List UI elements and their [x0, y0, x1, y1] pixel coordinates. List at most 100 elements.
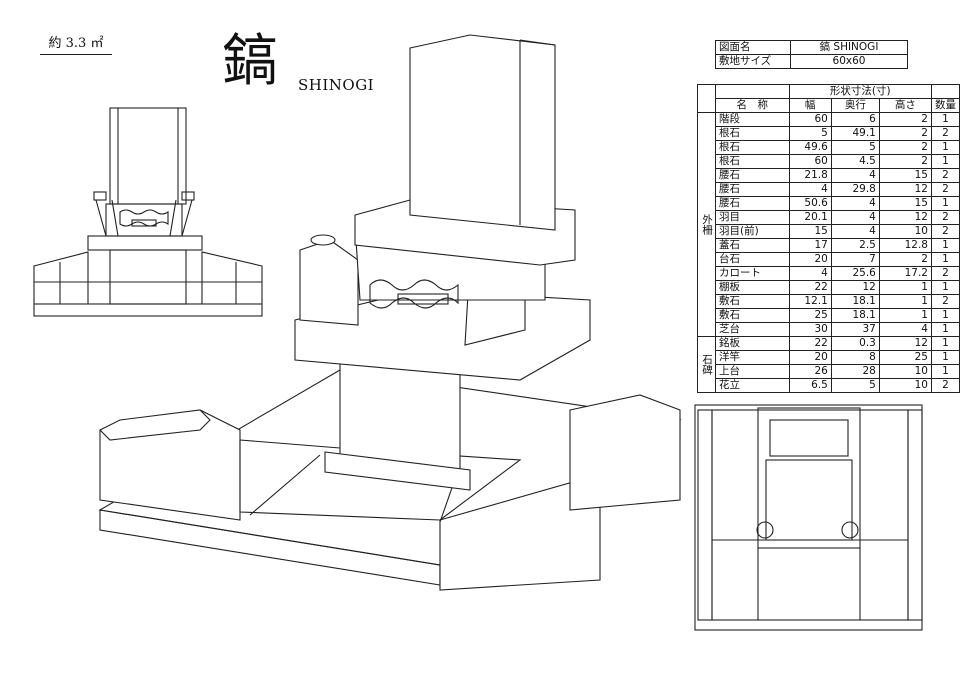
- part-width: 60: [788, 154, 832, 169]
- site-area-label: 約 3.3 ㎡: [40, 32, 112, 55]
- part-height: 1: [878, 280, 932, 295]
- part-height: 2: [878, 154, 932, 169]
- part-name: 敷石: [715, 308, 790, 323]
- part-height: 1: [878, 294, 932, 309]
- part-height: 17.2: [878, 266, 932, 281]
- dimensions-group-header: 形状寸法(寸): [788, 84, 932, 99]
- info-row: 敷地サイズ 60x60: [715, 54, 908, 69]
- part-name: 蓋石: [715, 238, 790, 253]
- part-height: 2: [878, 112, 932, 127]
- part-height: 2: [878, 252, 932, 267]
- part-width: 12.1: [788, 294, 832, 309]
- perspective-drawing: [98, 34, 682, 591]
- dimensions-column-header-row: 名 称 幅 奥行 高さ 数量: [698, 98, 960, 113]
- part-quantity: 2: [930, 266, 960, 281]
- part-depth: 4: [830, 168, 880, 183]
- part-width: 50.6: [788, 196, 832, 211]
- info-value: 鎬 SHINOGI: [790, 40, 908, 55]
- part-height: 12: [878, 336, 932, 351]
- plan-view-drawing: [694, 404, 923, 631]
- front-elevation-drawing: [33, 107, 263, 317]
- part-depth: 4.5: [830, 154, 880, 169]
- part-name: 花立: [715, 378, 790, 393]
- part-quantity: 2: [930, 294, 960, 309]
- part-depth: 5: [830, 378, 880, 393]
- part-width: 60: [788, 112, 832, 127]
- part-depth: 12: [830, 280, 880, 295]
- part-height: 25: [878, 350, 932, 365]
- part-height: 12: [878, 210, 932, 225]
- part-quantity: 1: [930, 336, 960, 351]
- info-label: 敷地サイズ: [715, 54, 791, 69]
- part-depth: 2.5: [830, 238, 880, 253]
- part-width: 21.8: [788, 168, 832, 183]
- part-width: 4: [788, 182, 832, 197]
- col-header-height: 高さ: [878, 98, 932, 113]
- part-quantity: 2: [930, 224, 960, 239]
- part-name: 根石: [715, 140, 790, 155]
- part-quantity: 2: [930, 210, 960, 225]
- dimensions-group-header-row: 形状寸法(寸): [697, 84, 960, 113]
- part-width: 20: [788, 252, 832, 267]
- col-header-width: 幅: [788, 98, 832, 113]
- part-depth: 6: [830, 112, 880, 127]
- part-quantity: 1: [930, 196, 960, 211]
- part-width: 26: [788, 364, 832, 379]
- part-width: 5: [788, 126, 832, 141]
- blank-corner: [697, 84, 716, 113]
- part-quantity: 2: [930, 126, 960, 141]
- part-name: 敷石: [715, 294, 790, 309]
- col-header-quantity: 数量: [930, 98, 960, 113]
- part-name: カロート: [715, 266, 790, 281]
- part-width: 6.5: [788, 378, 832, 393]
- part-quantity: 1: [930, 350, 960, 365]
- part-quantity: 1: [930, 308, 960, 323]
- part-depth: 25.6: [830, 266, 880, 281]
- part-name: 上台: [715, 364, 790, 379]
- part-name: 羽目(前): [715, 224, 790, 239]
- info-label: 図面名: [715, 40, 791, 55]
- part-height: 12: [878, 182, 932, 197]
- col-header-name: 名 称: [715, 98, 790, 113]
- part-quantity: 2: [930, 378, 960, 393]
- part-height: 1: [878, 308, 932, 323]
- part-name: 階段: [715, 112, 790, 127]
- blank-cell: [715, 84, 790, 99]
- dimensions-group-label: 石碑: [697, 336, 716, 393]
- part-width: 20: [788, 350, 832, 365]
- part-depth: 8: [830, 350, 880, 365]
- part-depth: 49.1: [830, 126, 880, 141]
- part-depth: 4: [830, 196, 880, 211]
- part-height: 10: [878, 364, 932, 379]
- part-width: 17: [788, 238, 832, 253]
- part-quantity: 2: [930, 182, 960, 197]
- part-depth: 5: [830, 140, 880, 155]
- col-header-depth: 奥行: [830, 98, 880, 113]
- part-depth: 4: [830, 210, 880, 225]
- part-name: 台石: [715, 252, 790, 267]
- part-quantity: 1: [930, 252, 960, 267]
- part-width: 49.6: [788, 140, 832, 155]
- drawing-info-table: 図面名 鎬 SHINOGI 敷地サイズ 60x60: [715, 40, 908, 69]
- part-width: 30: [788, 322, 832, 337]
- part-depth: 0.3: [830, 336, 880, 351]
- part-depth: 29.8: [830, 182, 880, 197]
- part-height: 4: [878, 322, 932, 337]
- part-name: 根石: [715, 126, 790, 141]
- info-value: 60x60: [790, 54, 908, 69]
- part-height: 2: [878, 126, 932, 141]
- part-depth: 7: [830, 252, 880, 267]
- info-row: 図面名 鎬 SHINOGI: [715, 40, 908, 55]
- part-height: 2: [878, 140, 932, 155]
